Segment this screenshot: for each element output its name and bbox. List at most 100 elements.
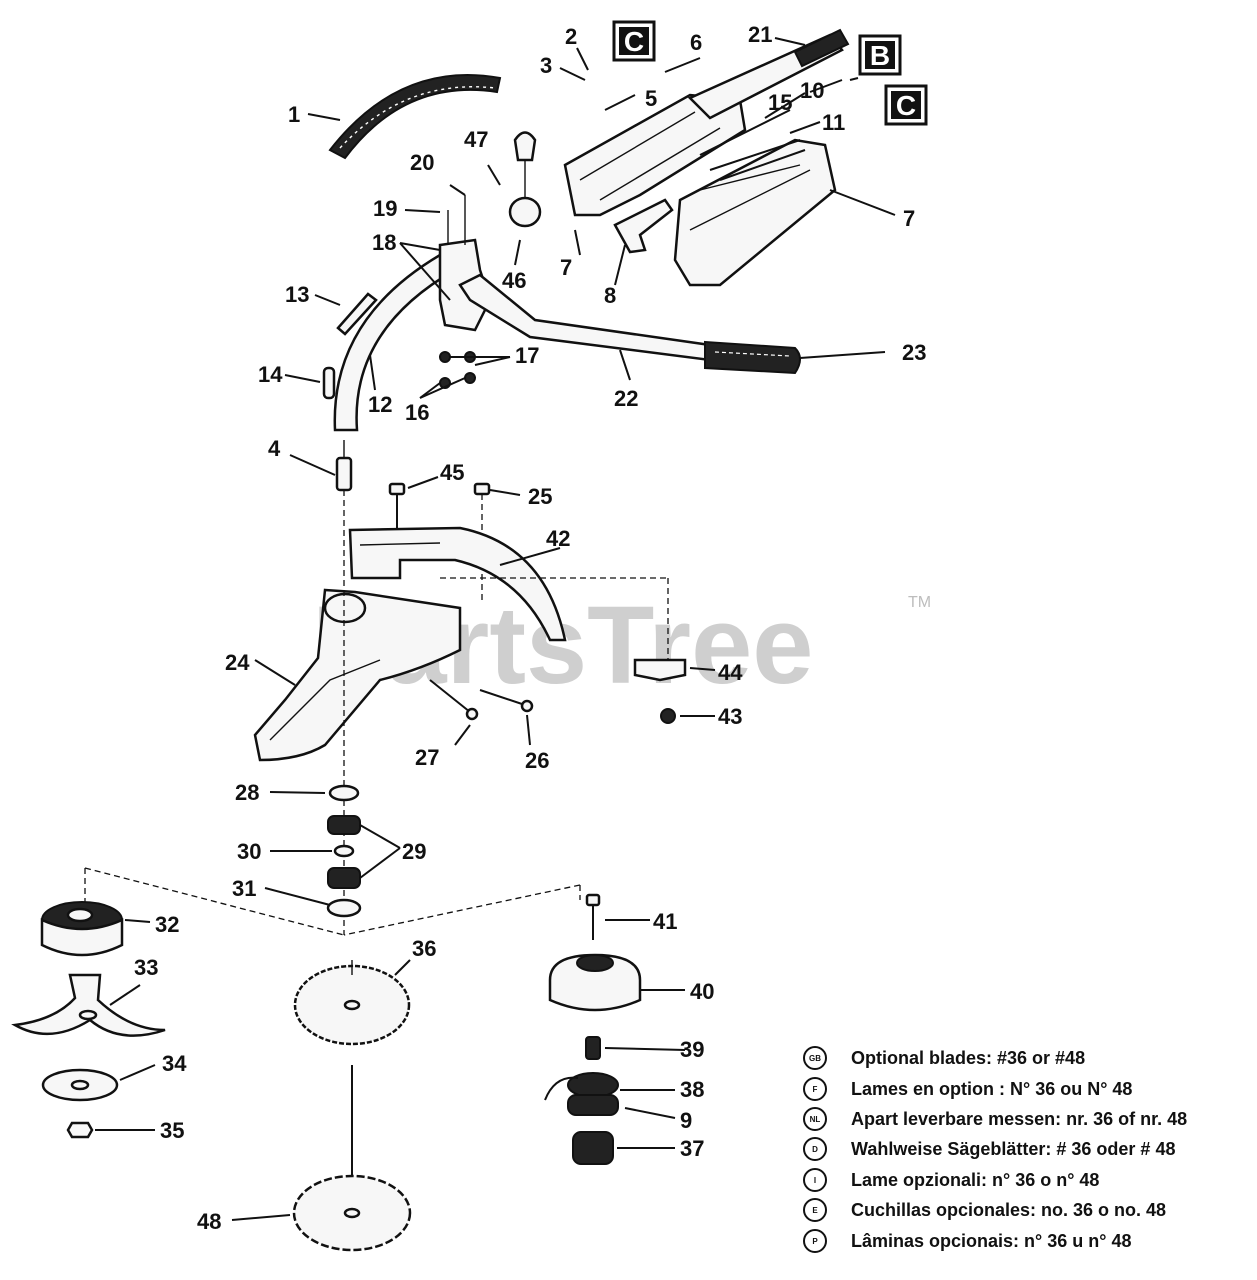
legend-row-i: I Lame opzionali: n° 36 o n° 48 bbox=[803, 1165, 1099, 1195]
part-39-spring bbox=[585, 1036, 601, 1060]
section-label-b: B bbox=[870, 40, 890, 71]
callout-28: 28 bbox=[235, 780, 259, 805]
legend-code-f: F bbox=[803, 1077, 827, 1101]
callout-10: 10 bbox=[800, 78, 824, 103]
callout-18: 18 bbox=[372, 230, 396, 255]
part-38-spool bbox=[544, 1072, 619, 1116]
legend-code-nl: NL bbox=[803, 1107, 827, 1131]
part-24-gear-head bbox=[253, 588, 462, 762]
callout-45: 45 bbox=[440, 460, 464, 485]
part-41-bolt bbox=[585, 893, 601, 940]
part-1-grip-wrap bbox=[328, 74, 502, 160]
part-8-throttle bbox=[613, 198, 674, 254]
section-marker-c-right: C bbox=[884, 84, 928, 126]
callout-22: 22 bbox=[614, 386, 638, 411]
part-35-nut bbox=[66, 1121, 94, 1139]
legend-text-p: Lâminas opcionais: n° 36 u n° 48 bbox=[851, 1230, 1132, 1251]
callout-42: 42 bbox=[546, 526, 570, 551]
legend-row-d: D Wahlweise Sägeblätter: # 36 oder # 48 bbox=[803, 1134, 1175, 1164]
leader-lines bbox=[95, 37, 896, 1221]
shaft-tube-21 bbox=[687, 28, 850, 120]
part-29-bearing-upper bbox=[327, 815, 361, 835]
rods-10-11-15 bbox=[699, 109, 806, 181]
legend-code-p: P bbox=[803, 1229, 827, 1253]
callout-33: 33 bbox=[134, 955, 158, 980]
callout-19: 19 bbox=[373, 196, 397, 221]
callout-1: 1 bbox=[288, 102, 300, 127]
part-48-blade bbox=[292, 1174, 412, 1252]
callout-29: 29 bbox=[402, 839, 426, 864]
section-label-c-2: C bbox=[896, 90, 916, 121]
callout-15: 15 bbox=[768, 90, 792, 115]
callout-37: 37 bbox=[680, 1136, 704, 1161]
part-18-clamp bbox=[438, 195, 492, 332]
callout-labels: 1 2 3 5 6 21 10 15 11 7 7 8 47 20 19 18 … bbox=[134, 22, 926, 1234]
part-30-washer bbox=[333, 844, 355, 858]
callout-43: 43 bbox=[718, 704, 742, 729]
legend-text-d: Wahlweise Sägeblätter: # 36 oder # 48 bbox=[851, 1138, 1176, 1159]
legend-row-e: E Cuchillas opcionales: no. 36 o no. 48 bbox=[803, 1195, 1166, 1225]
callout-2: 2 bbox=[565, 24, 577, 49]
part-23-grip bbox=[704, 340, 801, 375]
legend-code-gb: GB bbox=[803, 1046, 827, 1070]
section-marker-c-top: C bbox=[612, 20, 656, 62]
callout-12: 12 bbox=[368, 392, 392, 417]
callout-41: 41 bbox=[653, 909, 677, 934]
legend-text-nl: Apart leverbare messen: nr. 36 of nr. 48 bbox=[851, 1108, 1188, 1129]
legend-code-d: D bbox=[803, 1137, 827, 1161]
callout-26: 26 bbox=[525, 748, 549, 773]
part-40-spool-housing bbox=[548, 953, 642, 1012]
callout-17: 17 bbox=[515, 343, 539, 368]
legend-row-nl: NL Apart leverbare messen: nr. 36 of nr.… bbox=[803, 1104, 1187, 1134]
callout-7-left: 7 bbox=[560, 255, 572, 280]
callout-13: 13 bbox=[285, 282, 309, 307]
shaft-housing-right bbox=[673, 138, 837, 287]
callout-20: 20 bbox=[410, 150, 434, 175]
legend-row-f: F Lames en option : N° 36 ou N° 48 bbox=[803, 1074, 1132, 1104]
part-31-washer bbox=[326, 898, 362, 918]
callout-48: 48 bbox=[197, 1209, 221, 1234]
part-29-bearing-lower bbox=[327, 867, 361, 889]
part-44-bracket bbox=[440, 577, 687, 682]
callout-30: 30 bbox=[237, 839, 261, 864]
part-32-nut-cup bbox=[40, 901, 124, 957]
section-label-c: C bbox=[624, 26, 644, 57]
part-33-tri-blade bbox=[11, 973, 166, 1037]
callout-9: 9 bbox=[680, 1108, 692, 1133]
part-43-nut bbox=[660, 708, 676, 724]
callout-31: 31 bbox=[232, 876, 256, 901]
part-26-27-bolts bbox=[429, 679, 534, 721]
callout-11: 11 bbox=[822, 110, 845, 135]
part-37-bump-knob bbox=[572, 1131, 614, 1165]
part-4-coupler bbox=[335, 440, 353, 492]
part-12-bent-shaft bbox=[333, 253, 458, 432]
legend-row-gb: GB Optional blades: #36 or #48 bbox=[803, 1043, 1085, 1073]
callout-14: 14 bbox=[258, 362, 283, 387]
section-marker-b: B bbox=[858, 34, 902, 76]
legend-row-p: P Lâminas opcionais: n° 36 u n° 48 bbox=[803, 1226, 1131, 1256]
watermark-trademark: TM bbox=[908, 594, 931, 611]
callout-21: 21 bbox=[748, 22, 772, 47]
callout-24: 24 bbox=[225, 650, 250, 675]
callout-8: 8 bbox=[604, 283, 616, 308]
callout-7-right: 7 bbox=[903, 206, 915, 231]
part-14-pin bbox=[322, 366, 336, 400]
callout-27: 27 bbox=[415, 745, 439, 770]
callout-35: 35 bbox=[160, 1118, 184, 1143]
part-22-handle bbox=[458, 273, 712, 362]
callout-16: 16 bbox=[405, 400, 429, 425]
callout-3: 3 bbox=[540, 53, 552, 78]
part-42-guard bbox=[348, 526, 567, 642]
callout-23: 23 bbox=[902, 340, 926, 365]
legend-text-i: Lame opzionali: n° 36 o n° 48 bbox=[851, 1169, 1100, 1190]
part-36-saw-blade bbox=[293, 960, 411, 1046]
part-45-screw bbox=[388, 482, 406, 528]
callout-25: 25 bbox=[528, 484, 552, 509]
part-34-plate bbox=[41, 1068, 119, 1102]
callout-6: 6 bbox=[690, 30, 702, 55]
legend-code-i: I bbox=[803, 1168, 827, 1192]
part-46-47-knob bbox=[508, 131, 542, 228]
callout-44: 44 bbox=[718, 660, 743, 685]
callout-40: 40 bbox=[690, 979, 714, 1004]
